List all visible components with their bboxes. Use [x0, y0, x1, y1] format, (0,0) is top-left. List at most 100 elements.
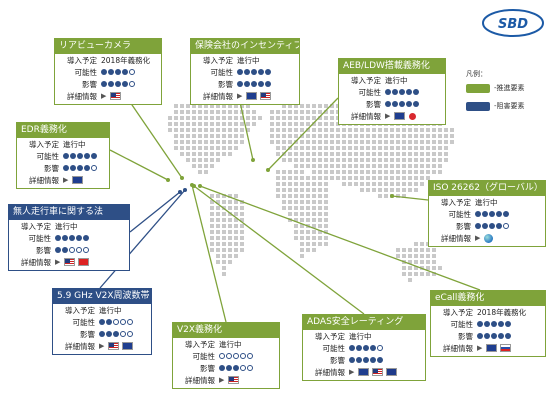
map-dot: [216, 158, 220, 162]
map-dot: [276, 194, 280, 198]
map-dot: [414, 182, 418, 186]
map-dot: [366, 134, 370, 138]
flag-au-icon[interactable]: [386, 368, 398, 376]
label-intro: 導入予定: [185, 339, 215, 349]
flag-jp-icon[interactable]: [408, 111, 418, 121]
flag-eu-icon[interactable]: [72, 176, 84, 184]
map-dot: [372, 164, 376, 168]
flag-globe-icon[interactable]: [484, 233, 494, 243]
rating-dot: [76, 246, 82, 253]
map-dot: [204, 116, 208, 120]
flag-us-icon[interactable]: [260, 92, 272, 100]
map-dot: [444, 140, 448, 144]
flag-eu-icon[interactable]: [122, 342, 134, 350]
map-dot: [318, 182, 322, 186]
map-dot: [234, 218, 238, 222]
map-dot: [234, 122, 238, 126]
rating-dot: [385, 100, 391, 107]
map-dot: [384, 158, 388, 162]
label-details: 詳細情報: [67, 91, 97, 101]
map-dot: [384, 182, 388, 186]
row-intro: 導入予定 進行中: [303, 330, 425, 342]
rating-dot: [370, 356, 376, 363]
flag-ru-icon[interactable]: [500, 344, 512, 352]
rating-dot: [363, 356, 369, 363]
map-dot: [216, 152, 220, 156]
label-details: 詳細情報: [185, 375, 215, 385]
map-dot: [402, 194, 406, 198]
map-dot: [330, 116, 334, 120]
row-intro: 導入予定 2018年義務化: [431, 306, 545, 318]
map-dot: [234, 134, 238, 138]
map-dot: [168, 128, 172, 132]
row-intro: 導入予定 進行中: [173, 338, 279, 350]
flag-us-icon[interactable]: [228, 376, 240, 384]
flag-cn-icon[interactable]: [78, 258, 90, 266]
map-dot: [402, 176, 406, 180]
map-dot: [234, 146, 238, 150]
map-dot: [342, 170, 346, 174]
rating-dot: [99, 318, 105, 325]
flag-eu-icon[interactable]: [358, 368, 370, 376]
map-dot: [228, 212, 232, 216]
rating-dot: [503, 210, 509, 217]
map-dot: [438, 140, 442, 144]
map-dot: [288, 200, 292, 204]
map-dot: [414, 134, 418, 138]
map-dot: [222, 230, 226, 234]
map-dot: [342, 182, 346, 186]
map-dot: [408, 278, 412, 282]
map-dot: [414, 128, 418, 132]
map-dot: [414, 248, 418, 252]
map-dot: [228, 218, 232, 222]
impact-rating: [99, 330, 134, 339]
map-dot: [198, 110, 202, 114]
map-dot: [432, 146, 436, 150]
map-dot: [240, 116, 244, 120]
map-dot: [168, 116, 172, 120]
map-dot: [210, 212, 214, 216]
value-intro: 進行中: [237, 55, 260, 65]
map-dot: [342, 128, 346, 132]
impact-rating: [475, 222, 510, 231]
map-dot: [186, 116, 190, 120]
map-dot: [324, 212, 328, 216]
map-dot: [252, 116, 256, 120]
map-dot: [294, 128, 298, 132]
flag-us-icon[interactable]: [110, 92, 122, 100]
connector-end-aeb_ldw: [266, 168, 270, 172]
flag-us-icon[interactable]: [108, 342, 120, 350]
map-dot: [312, 242, 316, 246]
flag-eu-icon[interactable]: [486, 344, 498, 352]
map-dot: [306, 110, 310, 114]
map-dot: [216, 146, 220, 150]
map-dot: [300, 176, 304, 180]
map-dot: [216, 230, 220, 234]
map-dot: [444, 158, 448, 162]
map-dot: [288, 182, 292, 186]
map-dot: [372, 188, 376, 192]
map-dot: [180, 104, 184, 108]
map-dot: [210, 122, 214, 126]
flag-us-icon[interactable]: [64, 258, 76, 266]
row-possibility: 可能性: [339, 86, 445, 98]
map-dot: [414, 158, 418, 162]
card-title: eCall義務化: [431, 291, 545, 306]
map-dot: [348, 146, 352, 150]
rating-dot: [356, 356, 362, 363]
map-dot: [306, 164, 310, 168]
flag-eu-icon[interactable]: [394, 111, 406, 120]
map-dot: [360, 158, 364, 162]
map-dot: [222, 134, 226, 138]
flag-eu-icon[interactable]: [246, 92, 258, 100]
map-dot: [192, 158, 196, 162]
map-dot: [288, 158, 292, 162]
map-dot: [204, 128, 208, 132]
map-dot: [426, 152, 430, 156]
map-dot: [270, 134, 274, 138]
map-dot: [234, 242, 238, 246]
map-dot: [234, 236, 238, 240]
map-dot: [276, 176, 280, 180]
map-dot: [294, 182, 298, 186]
flag-us-icon[interactable]: [372, 368, 384, 376]
